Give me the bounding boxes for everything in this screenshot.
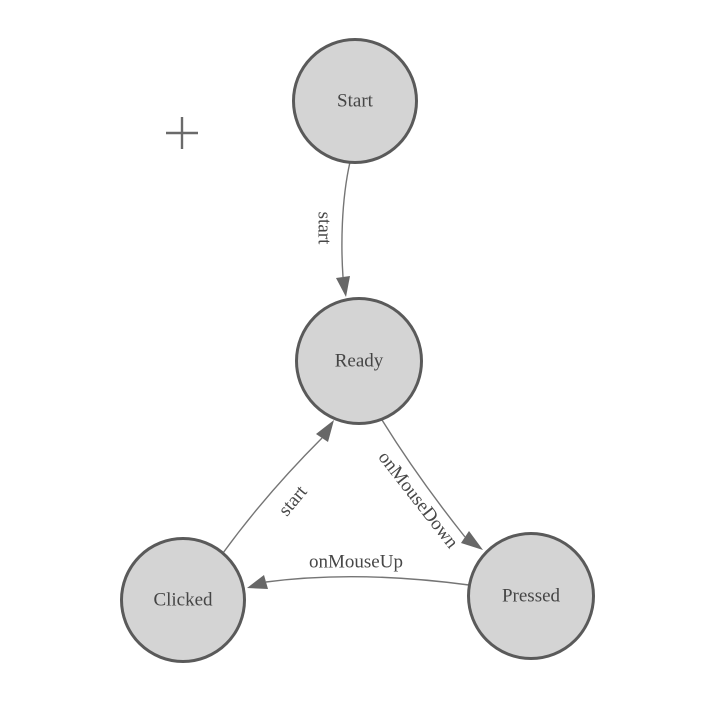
edge-ready-to-pressed[interactable]: onMouseDown — [374, 419, 483, 553]
state-node-clicked-circle[interactable] — [120, 537, 246, 663]
edge-label-start-top: start — [314, 212, 335, 245]
edge-pressed-to-clicked[interactable]: onMouseUp — [247, 552, 470, 590]
state-node-clicked[interactable]: Clicked — [120, 537, 246, 663]
edge-start-to-ready[interactable]: start — [314, 161, 351, 297]
edge-label-onmouseup: onMouseUp — [309, 552, 403, 573]
edge-clicked-to-ready-line[interactable] — [222, 437, 323, 554]
state-node-start-circle[interactable] — [292, 38, 418, 164]
edge-pressed-to-clicked-line[interactable] — [265, 575, 470, 586]
edge-label-start-left: start — [274, 481, 312, 520]
edge-ready-to-pressed-arrowhead-icon — [461, 531, 483, 550]
edge-clicked-to-ready[interactable]: start — [222, 420, 334, 554]
state-node-pressed[interactable]: Pressed — [467, 532, 595, 660]
edge-clicked-to-ready-arrowhead-icon — [316, 420, 334, 442]
state-node-pressed-circle[interactable] — [467, 532, 595, 660]
edge-label-onmousedown: onMouseDown — [374, 447, 463, 553]
state-node-ready[interactable]: Ready — [295, 297, 423, 425]
edge-start-to-ready-arrowhead-icon — [336, 276, 350, 297]
state-node-ready-circle[interactable] — [295, 297, 423, 425]
edge-pressed-to-clicked-arrowhead-icon — [247, 575, 268, 589]
plus-icon — [166, 117, 198, 149]
edge-start-to-ready-line[interactable] — [341, 161, 351, 278]
edge-ready-to-pressed-line[interactable] — [381, 419, 466, 538]
state-node-start[interactable]: Start — [292, 38, 418, 164]
